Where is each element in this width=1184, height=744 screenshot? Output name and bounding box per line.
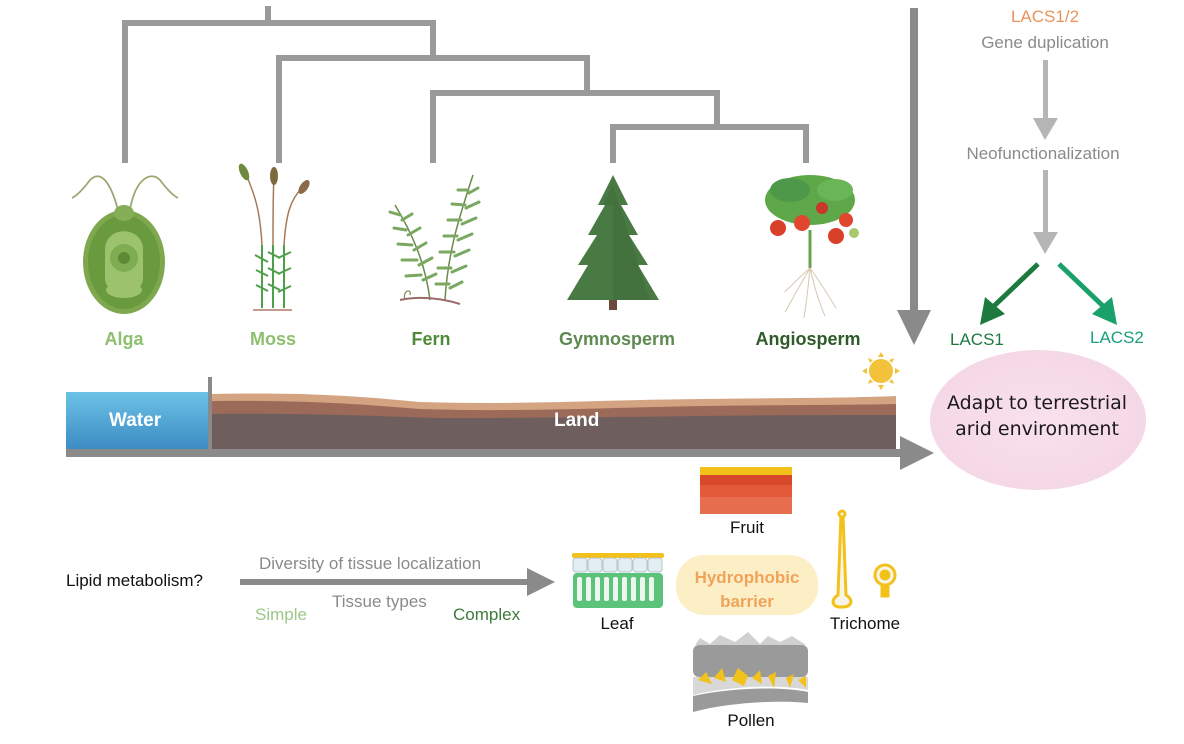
trichome-label: Trichome [829, 614, 901, 633]
simple-label: Simple [255, 605, 307, 624]
tree-node-4 [610, 124, 809, 163]
diversity-label: Diversity of tissue localization [259, 554, 482, 573]
lacs2-label: LACS2 [1090, 328, 1144, 347]
tree-node-2 [276, 55, 590, 163]
outcome-ellipse [930, 350, 1146, 490]
lacs2-arrow [1057, 262, 1117, 325]
taxon-label-alga: Alga [104, 329, 144, 349]
alga-illustration [71, 175, 179, 314]
tree-node-3 [430, 90, 720, 163]
taxon-label-gymnosperm: Gymnosperm [558, 329, 676, 349]
tissue-diversity-arrow [240, 568, 555, 596]
complex-label: Complex [453, 605, 521, 624]
land-label: Land [554, 410, 600, 431]
outcome-line-2: arid environment [955, 418, 1119, 440]
gene-duplication-label: Gene duplication [981, 33, 1109, 52]
tissue-types-label: Tissue types [332, 592, 427, 611]
gene-duplication-arrow [1033, 60, 1058, 140]
moss-illustration [238, 163, 310, 311]
taxon-label-moss: Moss [249, 329, 297, 349]
neofunctionalization-label: Neofunctionalization [966, 144, 1120, 163]
barrier-line-1: Hydrophobic [694, 568, 800, 587]
trichome-illustration [831, 509, 897, 609]
leaf-label: Leaf [600, 614, 634, 633]
pollen-label: Pollen [727, 711, 775, 730]
lipid-question: Lipid metabolism? [66, 571, 204, 590]
outcome-text: Adapt to terrestrial arid environment [932, 390, 1142, 442]
lacs1-arrow [980, 262, 1040, 325]
water-land-divider [208, 377, 212, 449]
angiosperm-illustration [765, 175, 859, 319]
neofunctionalization-arrow [1033, 170, 1058, 254]
sun-icon [862, 352, 900, 390]
water-label: Water [109, 410, 162, 431]
fruit-label: Fruit [730, 518, 764, 537]
gymnosperm-illustration [567, 175, 659, 310]
timeline-arrow [66, 436, 934, 470]
phylogenetic-tree [122, 6, 809, 163]
gene-name-label: LACS1/2 [1010, 7, 1080, 26]
water-region [66, 392, 210, 449]
hydrophobic-barrier-badge [676, 555, 818, 615]
fruit-tissue-illustration [700, 467, 792, 514]
hydrophobic-barrier-text: Hydrophobic barrier [682, 566, 812, 614]
taxon-label-fern: Fern [411, 329, 451, 349]
leaf-tissue-illustration [572, 553, 664, 608]
taxon-label-angiosperm: Angiosperm [755, 329, 861, 349]
outcome-line-1: Adapt to terrestrial [946, 392, 1128, 414]
barrier-line-2: barrier [720, 592, 774, 611]
evolution-down-arrow [897, 8, 931, 345]
lacs1-label: LACS1 [950, 330, 1004, 349]
fern-illustration [388, 174, 481, 305]
land-region [212, 393, 896, 449]
tree-node-1 [122, 20, 436, 163]
pollen-wall-illustration [693, 632, 808, 712]
